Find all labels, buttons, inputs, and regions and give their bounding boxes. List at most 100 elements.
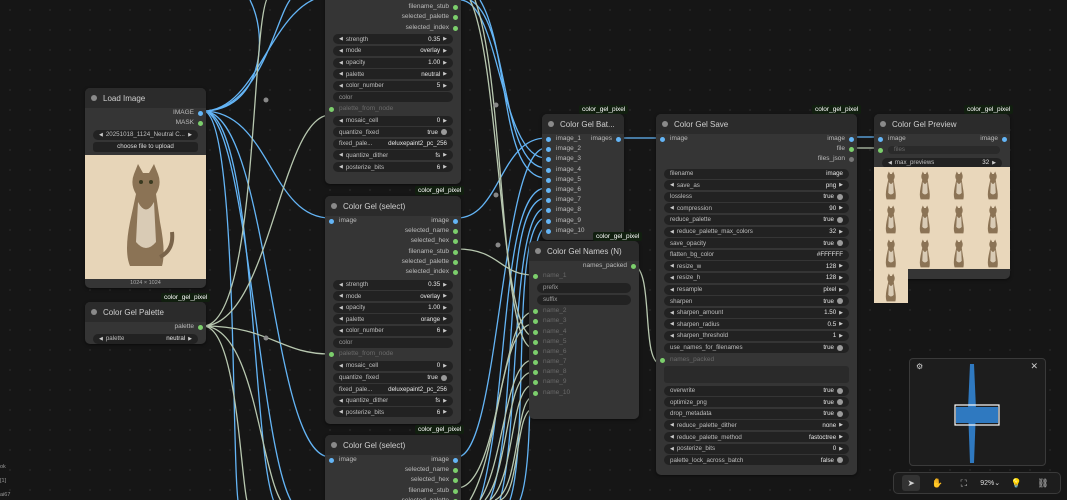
output-filename-stub[interactable]: filename_stub (325, 2, 461, 12)
arrow-left-icon[interactable]: ◀ (339, 362, 343, 369)
widget-flatten-bg-color[interactable]: flatten_bg_color#FFFFFF (664, 249, 849, 260)
image-file-select[interactable]: ◀20251018_1124_Neutral C... ▶ (93, 129, 198, 140)
collapse-dot-icon[interactable] (662, 121, 668, 127)
output-selected-index[interactable]: selected_index (325, 23, 461, 33)
toggle-knob-icon[interactable] (837, 298, 843, 305)
arrow-right-icon[interactable]: ▶ (839, 321, 843, 328)
collapse-dot-icon[interactable] (91, 309, 97, 315)
output-pin[interactable] (453, 25, 458, 31)
arrow-left-icon[interactable]: ◀ (670, 228, 674, 235)
node-header[interactable]: Color Gel Bat... (542, 114, 624, 134)
arrow-right-icon[interactable]: ▶ (839, 205, 843, 212)
arrow-right-icon[interactable]: ▶ (443, 117, 447, 124)
output-pin[interactable] (631, 264, 636, 269)
arrow-right-icon[interactable]: ▶ (443, 409, 447, 416)
arrow-right-icon[interactable]: ▶ (443, 47, 447, 54)
output-selected-name[interactable]: selected_name (325, 226, 461, 236)
toggle-knob-icon[interactable] (441, 129, 447, 136)
input-pin[interactable] (546, 177, 551, 183)
output-pin[interactable] (453, 229, 458, 235)
arrow-left-icon[interactable]: ◀ (339, 59, 343, 66)
input-pin[interactable] (533, 349, 538, 355)
input-pin[interactable] (533, 329, 538, 335)
input-pin[interactable] (533, 309, 538, 315)
input-pin[interactable] (533, 319, 538, 325)
arrow-right-icon[interactable]: ▶ (443, 281, 447, 288)
preview-thumbnail[interactable] (976, 201, 1010, 235)
output-selected-palette[interactable]: selected_palette (325, 257, 461, 267)
output-selected-palette[interactable]: selected_palette (325, 496, 461, 500)
input-pin[interactable] (546, 157, 551, 163)
input-image-2[interactable]: image_2 (542, 144, 624, 154)
preview-thumbnail[interactable] (976, 167, 1010, 201)
arrow-right-icon[interactable]: ▶ (839, 309, 843, 316)
input-image-6[interactable]: image_6 (542, 185, 624, 195)
arrow-right-icon[interactable]: ▶ (443, 304, 447, 311)
files-field[interactable]: files (888, 146, 1000, 155)
output-pin[interactable] (453, 249, 458, 255)
preview-thumbnail[interactable] (874, 167, 908, 201)
output-pin[interactable] (453, 15, 458, 21)
arrow-left-icon[interactable]: ◀ (99, 335, 103, 342)
arrow-right-icon[interactable]: ▶ (443, 316, 447, 323)
node-header[interactable]: Color Gel Names (N) (529, 241, 639, 261)
arrow-left-icon[interactable]: ◀ (670, 434, 674, 441)
color-gel-select-node-top[interactable]: selected_hex filename_stub selected_pale… (325, 0, 461, 184)
collapse-dot-icon[interactable] (548, 121, 554, 127)
preview-thumbnail[interactable] (874, 201, 908, 235)
arrow-left-icon[interactable]: ◀ (339, 117, 343, 124)
preview-thumbnail[interactable] (942, 235, 976, 269)
input-name-7[interactable]: name_7 (529, 357, 639, 367)
preview-thumbnail[interactable] (976, 235, 1010, 269)
toggle-knob-icon[interactable] (837, 399, 843, 406)
color-gel-palette-node[interactable]: Color Gel Palette palette ◀palette neutr… (85, 302, 206, 344)
arrow-left-icon[interactable]: ◀ (670, 321, 674, 328)
arrow-left-icon[interactable]: ◀ (339, 397, 343, 404)
node-header[interactable]: Color Gel Palette (85, 302, 206, 322)
preview-thumbnail[interactable] (908, 201, 942, 235)
input-pin[interactable] (660, 137, 665, 142)
color-field[interactable]: color (333, 92, 453, 103)
arrow-left-icon[interactable]: ◀ (339, 304, 343, 311)
arrow-right-icon[interactable]: ▶ (839, 434, 843, 441)
input-name-1[interactable]: name_1 (529, 271, 639, 281)
output-pin[interactable] (198, 325, 203, 330)
input-pin[interactable] (546, 198, 551, 204)
input-image[interactable]: image (325, 455, 385, 465)
input-name-10[interactable]: name_10 (529, 388, 639, 398)
arrow-right-icon[interactable]: ▶ (188, 335, 192, 342)
output-image[interactable]: image (325, 216, 461, 226)
toggle-knob-icon[interactable] (837, 410, 843, 417)
output-pin[interactable] (453, 269, 458, 275)
output-image[interactable]: IMAGE (85, 108, 206, 118)
toggle-knob-icon[interactable] (837, 344, 843, 351)
toggle-knob-icon[interactable] (837, 216, 843, 223)
arrow-left-icon[interactable]: ◀ (670, 274, 674, 281)
toggle-knob-icon[interactable] (441, 374, 447, 381)
input-pin[interactable] (546, 167, 551, 173)
output-image[interactable]: image (656, 134, 857, 144)
suffix-field[interactable]: suffix (537, 294, 631, 305)
input-pin[interactable] (533, 380, 538, 386)
output-pin[interactable] (453, 498, 458, 500)
output-selected-index[interactable]: selected_index (325, 267, 461, 277)
